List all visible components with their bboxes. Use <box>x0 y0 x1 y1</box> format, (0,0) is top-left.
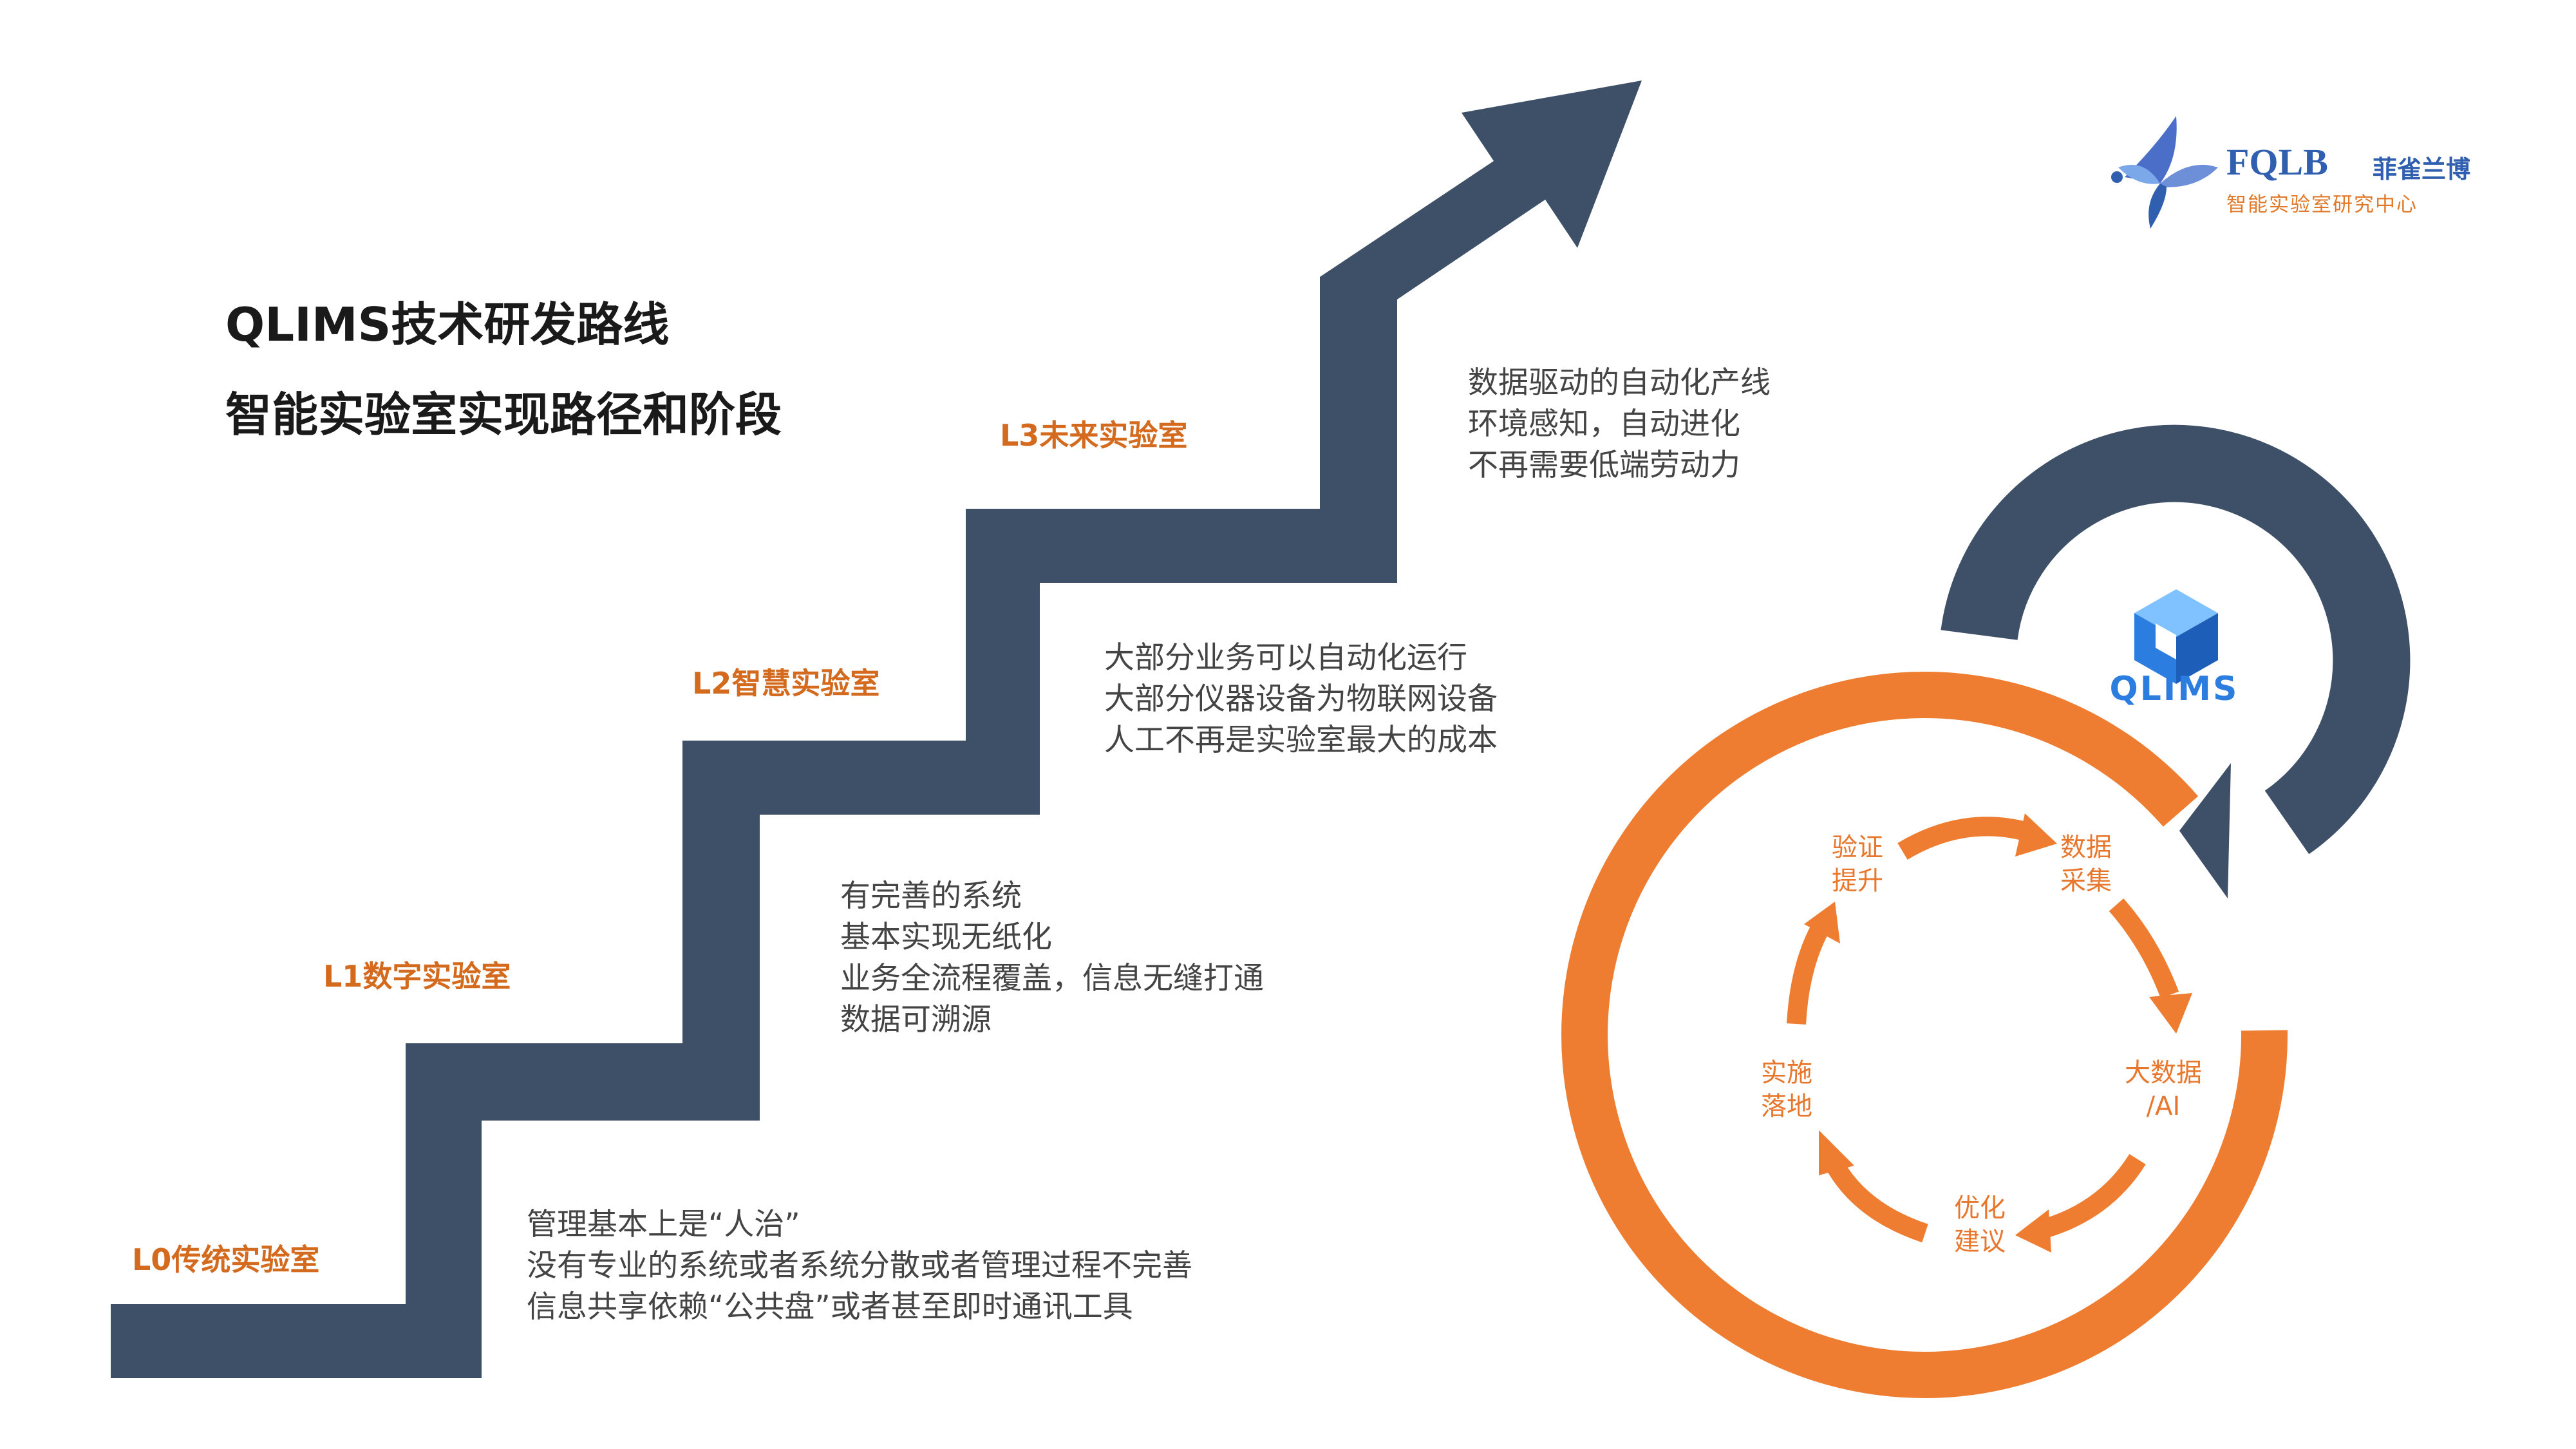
description-line: 人工不再是实验室最大的成本 <box>1104 723 1498 758</box>
ring-arrowhead <box>2179 763 2231 898</box>
ring-char: 转 <box>2221 526 2262 568</box>
stage-description-l3: 数据驱动的自动化产线 环境感知，自动进化 不再需要低端劳动力 <box>1468 363 1771 486</box>
cycle-step-text: 采集 <box>2060 866 2112 896</box>
description-line: 基本实现无纸化 <box>840 920 1052 955</box>
cycle-arrowheads <box>1804 813 2192 1253</box>
description-line: 数据可溯源 <box>840 1002 992 1037</box>
bird-logo-icon <box>2111 116 2218 229</box>
description-line: 大部分仪器设备为物联网设备 <box>1104 681 1498 717</box>
ring-char: 数 <box>2051 585 2094 627</box>
qlims-cube-icon <box>2134 589 2218 684</box>
stage-description-l2: 大部分业务可以自动化运行 大部分仪器设备为物联网设备 人工不再是实验室最大的成本 <box>1104 638 1498 761</box>
ring-char: 字 <box>2091 526 2132 568</box>
stage-description-l0: 管理基本上是“人治” 没有专业的系统或者系统分散或者管理过程不完善 信息共享依赖… <box>527 1204 1192 1328</box>
ring-char: 型 <box>2258 585 2300 627</box>
qlims-logo-text: QLIMS <box>2109 670 2239 708</box>
description-line: 环境感知，自动进化 <box>1468 406 1740 442</box>
orange-outer-circle <box>1561 672 2288 1398</box>
cycle-step-text: 落地 <box>1761 1092 1812 1121</box>
transformation-ring <box>1941 424 2411 855</box>
stage-label-l3: L3未来实验室 <box>1000 418 1188 453</box>
ring-char: 化 <box>2162 509 2190 542</box>
description-line: 数据驱动的自动化产线 <box>1468 365 1771 401</box>
description-line: 不再需要低端劳动力 <box>1468 448 1740 483</box>
cycle-arrows <box>1787 817 2179 1243</box>
cycle-step-text: 优化 <box>1954 1193 2006 1223</box>
cycle-step-text: 实施 <box>1761 1058 1812 1088</box>
stage-label-l1: L1数字实验室 <box>323 959 511 994</box>
cycle-step-text: 数据 <box>2060 833 2112 862</box>
stage-label-l0: L0传统实验室 <box>132 1242 320 1277</box>
cycle-step-bigdata-ai: 大数据 /AI <box>2112 1056 2215 1123</box>
description-line: 信息共享依赖“公共盘”或者甚至即时通讯工具 <box>527 1289 1133 1325</box>
cycle-step-text: 验证 <box>1832 833 1883 862</box>
description-line: 管理基本上是“人治” <box>527 1207 800 1242</box>
page-subtitle: 智能实验室实现路径和阶段 <box>225 388 782 442</box>
description-line: 大部分业务可以自动化运行 <box>1104 640 1467 676</box>
staircase-arrow <box>111 80 1642 1378</box>
description-line: 有完善的系统 <box>840 878 1022 914</box>
cycle-step-text: 大数据 <box>2125 1058 2202 1088</box>
page-title: QLIMS技术研发路线 <box>225 298 670 352</box>
stage-label-l2: L2智慧实验室 <box>692 666 880 701</box>
logo-subtitle: 智能实验室研究中心 <box>2226 193 2418 216</box>
cycle-step-verification: 验证 提升 <box>1809 831 1906 898</box>
cycle-step-optimization: 优化 建议 <box>1932 1191 2028 1258</box>
description-line: 没有专业的系统或者系统分散或者管理过程不完善 <box>527 1248 1192 1283</box>
description-line: 业务全流程覆盖，信息无缝打通 <box>840 961 1264 996</box>
cycle-step-implementation: 实施 落地 <box>1738 1056 1835 1123</box>
cycle-step-text: 建议 <box>1954 1227 2006 1256</box>
cycle-step-text: 提升 <box>1832 866 1883 896</box>
logo-chinese-name: 菲雀兰博 <box>2373 155 2471 184</box>
stage-description-l1: 有完善的系统 基本实现无纸化 业务全流程覆盖，信息无缝打通 数据可溯源 <box>840 876 1264 1041</box>
cycle-step-text: /AI <box>2146 1092 2181 1121</box>
cycle-step-data-collection: 数据 采集 <box>2038 831 2134 898</box>
logo-wordmark: FQLB <box>2226 141 2328 183</box>
